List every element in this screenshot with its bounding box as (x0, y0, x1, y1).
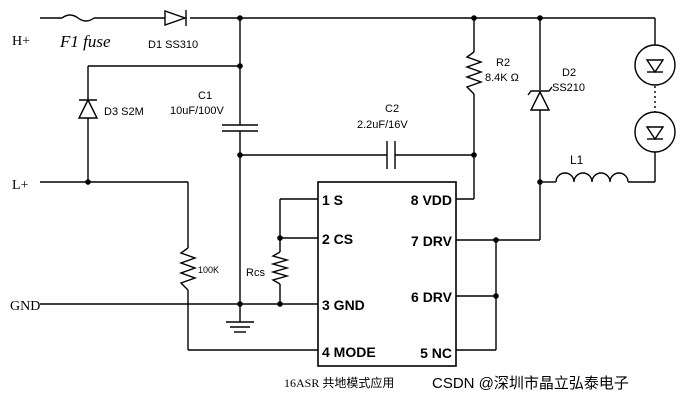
d3-label: D3 S2M (104, 106, 144, 118)
c2-value-label: 2.2uF/16V (357, 119, 408, 131)
c2-capacitor-symbol (386, 141, 396, 169)
d3-diode-symbol (77, 98, 99, 119)
rcs-branch-wire (279, 198, 318, 304)
l-plus-wire (40, 181, 318, 351)
d1-diode-symbol (164, 10, 188, 26)
ic-pin2-label: 2 CS (322, 231, 353, 247)
d2-zener-symbol (527, 86, 553, 111)
c1-name-label: C1 (198, 90, 212, 102)
led-2-icon (634, 111, 676, 153)
rcs-resistor-symbol (270, 251, 290, 285)
ic-pin5-label: 5 NC (420, 345, 452, 361)
watermark-text: CSDN @深圳市晶立弘泰电子 (432, 375, 629, 392)
d3-branch-wire (87, 65, 240, 182)
ic-pin7-label: 7 DRV (411, 233, 453, 249)
fuse-label: F1 fuse (59, 32, 111, 51)
fuse-symbol (61, 14, 125, 22)
d2-branch-wire (456, 18, 556, 241)
c1-capacitor-symbol (222, 124, 258, 132)
l1-inductor-symbol (555, 152, 656, 183)
d2-name-label: D2 (562, 67, 576, 79)
h-plus-label: H+ (12, 34, 30, 49)
r100k-label: 100K (198, 265, 219, 275)
c2-name-label: C2 (385, 103, 399, 115)
h-plus-rail (40, 17, 656, 45)
gnd-label: GND (10, 299, 40, 314)
r2-name-label: R2 (496, 57, 510, 69)
d2-part-label: SS210 (552, 82, 585, 94)
diagram-caption: 16ASR 共地模式应用 (284, 375, 394, 390)
ic-pin1-label: 1 S (322, 192, 343, 208)
c1-value-label: 10uF/100V (170, 105, 224, 117)
rcs-label: Rcs (246, 267, 265, 279)
d1-label: D1 SS310 (148, 39, 198, 51)
ic-body (317, 181, 457, 367)
led-1-icon (634, 44, 676, 86)
r2-branch-wire (456, 18, 475, 200)
drv-tie-wire (456, 240, 497, 351)
r2-value-label: 8.4K Ω (485, 72, 519, 84)
ic-pin6-label: 6 DRV (411, 289, 453, 305)
r100k-resistor-symbol (178, 247, 198, 291)
junction-dots (85, 15, 543, 307)
l1-label: L1 (570, 153, 584, 167)
ic-pin8-label: 8 VDD (411, 192, 452, 208)
r2-resistor-symbol (464, 51, 484, 95)
ic-pin4-label: 4 MODE (322, 344, 376, 360)
ic-pin3-label: 3 GND (322, 297, 365, 313)
l-plus-label: L+ (12, 178, 29, 193)
ground-symbol (226, 321, 254, 333)
